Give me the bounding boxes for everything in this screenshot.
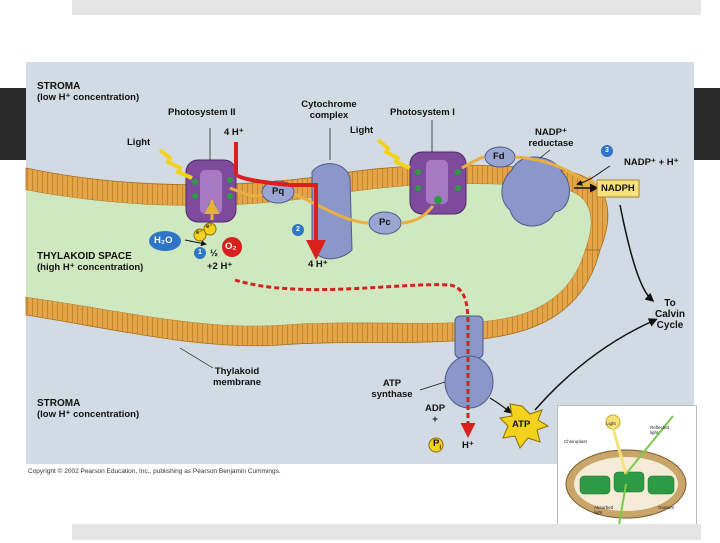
cytochrome-label: Cytochrome complex bbox=[301, 99, 357, 121]
step-3-badge bbox=[601, 145, 613, 157]
inset-light-label: Light bbox=[606, 421, 616, 426]
four-h-bottom-label: 4 H⁺ bbox=[308, 259, 328, 270]
thylakoid-membrane-label: Thylakoid membrane bbox=[212, 366, 262, 388]
electron-1 bbox=[193, 228, 207, 242]
photosystem-i-label: Photosystem I bbox=[390, 107, 455, 118]
slide-left-tab bbox=[0, 88, 26, 160]
stroma-bottom-label: STROMA bbox=[37, 398, 81, 409]
pi-badge bbox=[428, 437, 444, 453]
nadp-plus-h-label: NADP⁺ + H⁺ bbox=[624, 157, 679, 168]
half-label: ½ bbox=[210, 248, 218, 259]
slide-right-tab bbox=[694, 88, 720, 160]
step-1-number: 1 bbox=[198, 249, 202, 256]
o2-label: O₂ bbox=[225, 241, 237, 252]
thylakoid-space-sub: (high H⁺ concentration) bbox=[37, 262, 144, 273]
to-calvin-cycle-label: To Calvin Cycle bbox=[654, 298, 685, 332]
atp-label: ATP bbox=[512, 419, 531, 430]
nadph-to-calvin-arrow bbox=[619, 204, 655, 302]
adp-to-atp-arrow bbox=[489, 397, 513, 414]
h2o-badge bbox=[149, 231, 181, 251]
pi-label: Pi bbox=[433, 438, 442, 452]
electron-2-label: e⁻ bbox=[206, 224, 213, 230]
electron-flow-arrow bbox=[229, 155, 594, 225]
photosystem-i-complex bbox=[409, 151, 467, 215]
pq-label: Pq bbox=[272, 186, 285, 197]
inset-chloroplast-label: Chloroplast bbox=[564, 439, 587, 444]
stroma-bottom-sub: (low H⁺ concentration) bbox=[37, 409, 140, 420]
step-2-number: 2 bbox=[296, 226, 300, 233]
fd-label: Fd bbox=[493, 151, 505, 162]
stroma-top-label: STROMA bbox=[37, 81, 81, 92]
h-plus-bottom-label: H⁺ bbox=[462, 440, 474, 451]
light-bolt-left bbox=[158, 148, 193, 180]
photosystem-ii-complex bbox=[185, 159, 237, 223]
atp-to-calvin-arrow bbox=[534, 318, 658, 411]
nadp-to-nadph-arrow bbox=[576, 165, 611, 186]
inset-reflected-label: Reflected light bbox=[650, 425, 670, 435]
light-bolt-right bbox=[376, 138, 411, 170]
inset-granum-label: Granum bbox=[658, 505, 675, 510]
adp-label: ADP + bbox=[424, 403, 446, 425]
nadp-reductase-shape bbox=[501, 156, 570, 227]
inset-drawing bbox=[565, 414, 687, 532]
chloroplast-inset: Light Reflected light Chloroplast Absorb… bbox=[557, 405, 697, 539]
o2-badge bbox=[222, 237, 242, 257]
step-2-badge bbox=[292, 224, 304, 236]
nadph-box bbox=[596, 179, 640, 198]
atp-synthase-label: ATP synthase bbox=[371, 378, 413, 400]
pc-label: Pc bbox=[379, 217, 391, 228]
plus-2h-label: +2 H⁺ bbox=[207, 261, 233, 272]
pi-label-main: P bbox=[433, 438, 440, 449]
thylakoid-space-label: THYLAKOID SPACE bbox=[37, 251, 132, 262]
nadp-reductase-label: NADP⁺ reductase bbox=[528, 127, 574, 149]
proton-path-pq bbox=[234, 142, 326, 260]
pi-label-sub: i bbox=[439, 444, 442, 451]
four-h-top-label: 4 H⁺ bbox=[224, 127, 244, 138]
proton-gradient-dashed bbox=[234, 278, 476, 438]
light-left-label: Light bbox=[127, 137, 151, 148]
electron-2 bbox=[203, 222, 217, 236]
electron-1-label: e⁻ bbox=[196, 230, 203, 236]
leader-atp-synthase bbox=[419, 381, 446, 391]
slide-top-bar bbox=[72, 0, 701, 15]
light-right-label: Light bbox=[350, 125, 374, 136]
leader-reductase bbox=[539, 149, 551, 159]
stroma-top-sub: (low H⁺ concentration) bbox=[37, 92, 140, 103]
h2o-arrow bbox=[184, 239, 207, 247]
photosystem-ii-label: Photosystem II bbox=[168, 107, 236, 118]
leader-membrane bbox=[179, 347, 214, 369]
step-1-badge bbox=[194, 247, 206, 259]
atp-burst bbox=[498, 403, 550, 449]
nadph-label: NADPH bbox=[601, 183, 635, 194]
slide-bottom-bar bbox=[72, 524, 701, 540]
h2o-label: H₂O bbox=[154, 235, 173, 246]
inset-absorbed-label: Absorbed light bbox=[594, 505, 614, 515]
copyright-text: Copyright © 2002 Pearson Education, Inc.… bbox=[28, 468, 281, 475]
step-3-number: 3 bbox=[605, 147, 609, 154]
